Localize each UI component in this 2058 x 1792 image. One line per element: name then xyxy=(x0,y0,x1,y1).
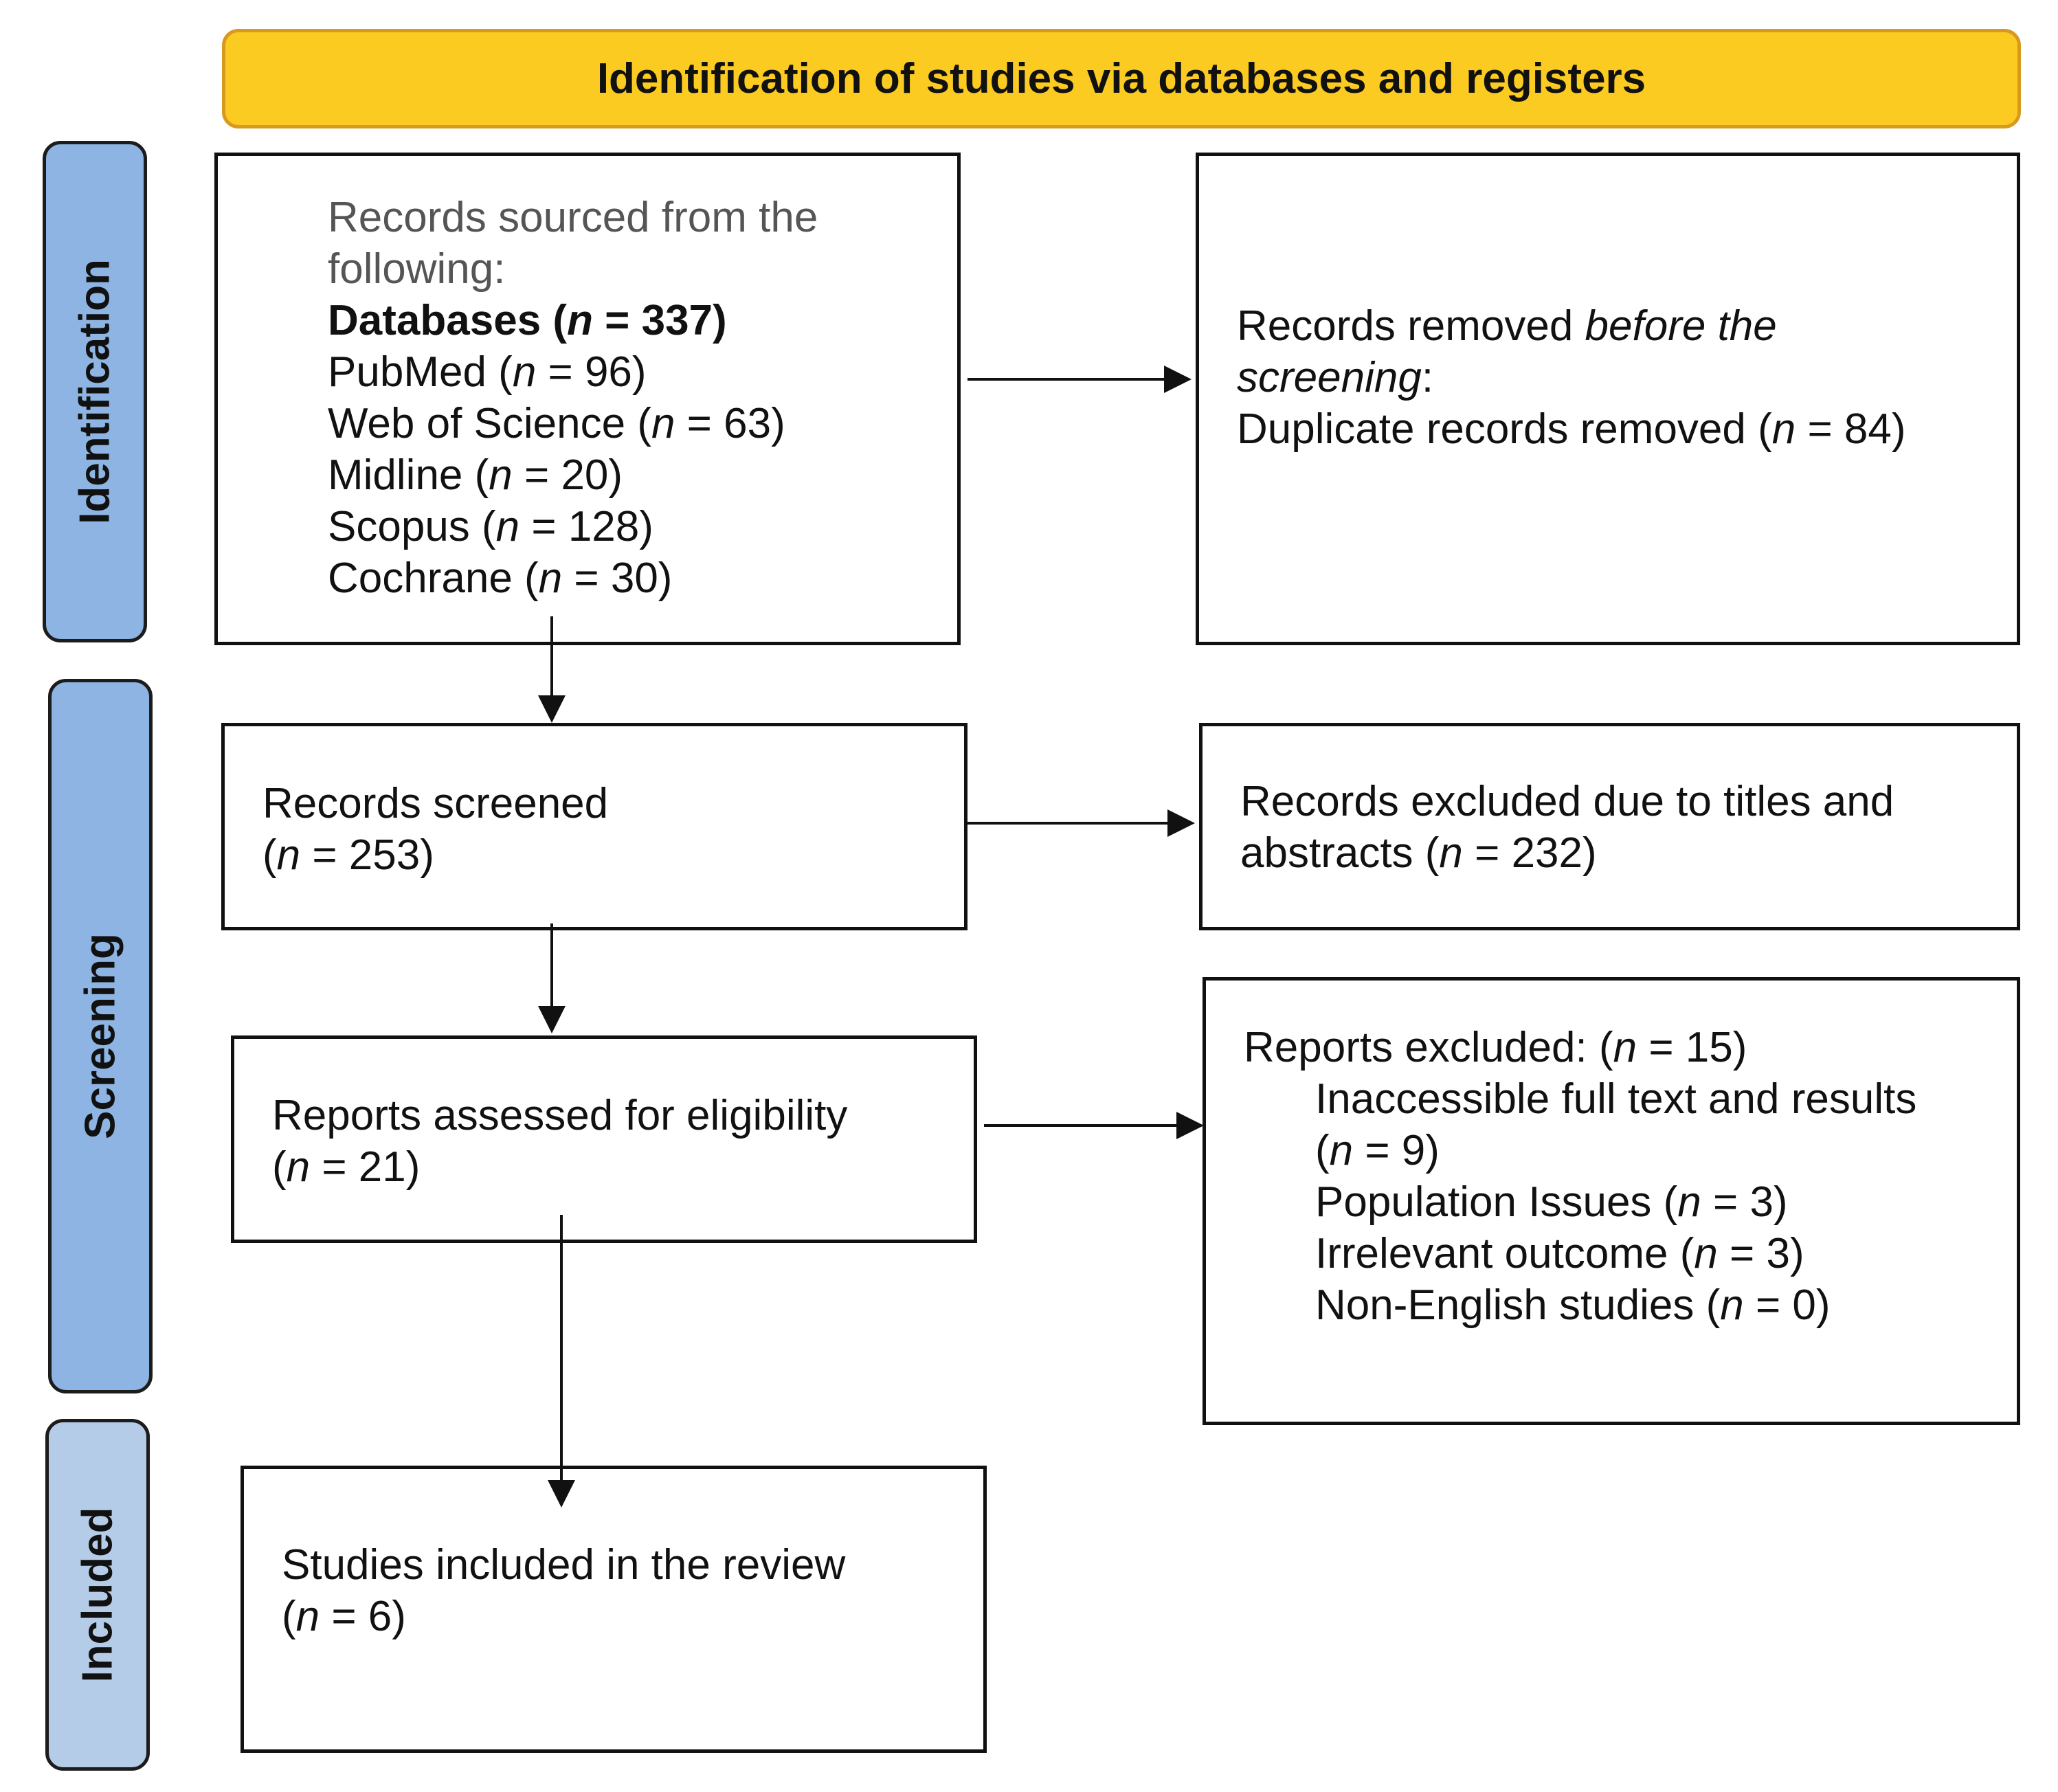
source-midline: Midline (n = 20) xyxy=(328,451,623,499)
studies-included-box: Studies included in the review (n = 6) xyxy=(241,1466,987,1753)
studies-included-label: Studies included in the review xyxy=(282,1541,846,1589)
source-pubmed: PubMed (n = 96) xyxy=(328,348,647,396)
databases-total: Databases (n = 337) xyxy=(328,297,727,344)
identification-banner: Identification of studies via databases … xyxy=(222,29,2021,128)
reason-population: Population Issues (n = 3) xyxy=(1315,1178,1788,1226)
records-excluded-box: Records excluded due to titles and abstr… xyxy=(1199,723,2020,930)
reports-excluded-box: Reports excluded: (n = 15) Inaccessible … xyxy=(1203,977,2020,1425)
records-sourced-intro-2: following: xyxy=(328,245,506,293)
source-scopus: Scopus (n = 128) xyxy=(328,503,653,550)
reason-non-english: Non-English studies (n = 0) xyxy=(1315,1281,1831,1329)
records-sourced-box: Records sourced from the following: Data… xyxy=(214,153,961,645)
phase-identification: Identification xyxy=(43,141,147,642)
studies-included-count: (n = 6) xyxy=(282,1593,406,1640)
records-excluded-count: abstracts (n = 232) xyxy=(1240,829,1597,877)
records-sourced-intro-1: Records sourced from the xyxy=(328,194,818,241)
records-removed-box: Records removed before the screening: Du… xyxy=(1196,153,2020,645)
phase-screening: Screening xyxy=(48,679,153,1393)
reports-assessed-count: (n = 21) xyxy=(272,1143,421,1191)
reason-inaccessible-count: (n = 9) xyxy=(1315,1127,1440,1174)
reports-assessed-label: Reports assessed for eligibility xyxy=(272,1092,848,1139)
records-excluded-label: Records excluded due to titles and xyxy=(1240,778,1894,825)
phase-included: Included xyxy=(45,1419,150,1771)
reason-irrelevant-outcome: Irrelevant outcome (n = 3) xyxy=(1315,1230,1804,1277)
records-removed-line-1: Records removed before the xyxy=(1237,302,1777,350)
reason-inaccessible: Inaccessible full text and results xyxy=(1315,1075,1917,1123)
reports-assessed-box: Reports assessed for eligibility (n = 21… xyxy=(231,1035,977,1243)
records-screened-count: (n = 253) xyxy=(262,831,434,879)
reports-excluded-header: Reports excluded: (n = 15) xyxy=(1244,1024,1747,1071)
source-web-of-science: Web of Science (n = 63) xyxy=(328,400,785,447)
source-cochrane: Cochrane (n = 30) xyxy=(328,555,673,602)
records-screened-box: Records screened (n = 253) xyxy=(221,723,968,930)
duplicate-records-removed: Duplicate records removed (n = 84) xyxy=(1237,405,1906,453)
records-removed-line-2: screening: xyxy=(1237,354,1434,401)
banner-title: Identification of studies via databases … xyxy=(596,55,1646,102)
records-screened-label: Records screened xyxy=(262,780,609,827)
